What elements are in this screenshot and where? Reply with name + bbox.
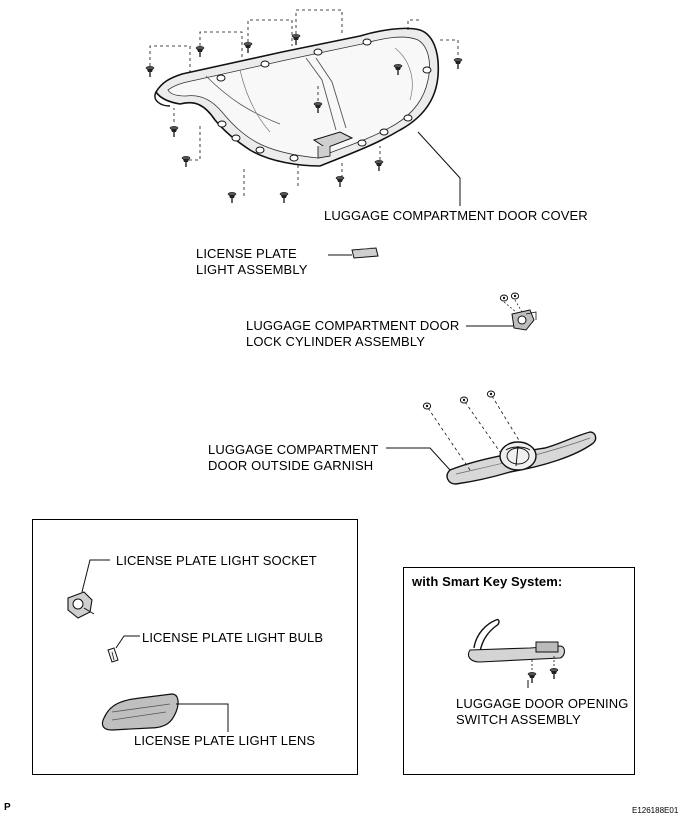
lock-cylinder-assembly-label: LUGGAGE COMPARTMENT DOOR LOCK CYLINDER A… — [246, 318, 459, 350]
opening-switch-assembly-label-line1: LUGGAGE DOOR OPENING — [456, 696, 629, 711]
lock-cylinder-assembly-label-line2: LOCK CYLINDER ASSEMBLY — [246, 334, 425, 349]
smart-key-inset — [403, 567, 635, 775]
door-cover-part — [154, 27, 440, 167]
outside-garnish-part — [386, 390, 597, 485]
license-plate-light-part — [328, 247, 379, 259]
license-plate-light-assembly-label-line1: LICENSE PLATE — [196, 246, 297, 261]
door-cover-label: LUGGAGE COMPARTMENT DOOR COVER — [324, 208, 588, 223]
light-lens-label: LICENSE PLATE LIGHT LENS — [134, 733, 316, 748]
license-plate-light-inset — [32, 519, 358, 775]
lock-cylinder-part — [466, 292, 537, 331]
cover-clip-leaders — [149, 9, 459, 196]
license-plate-light-assembly-label: LICENSE PLATE LIGHT ASSEMBLY — [196, 246, 307, 278]
figure-code: E126188E01 — [632, 806, 679, 815]
light-socket-label: LICENSE PLATE LIGHT SOCKET — [116, 553, 317, 568]
license-plate-light-assembly-label-line2: LIGHT ASSEMBLY — [196, 262, 308, 277]
opening-switch-assembly-label-line2: SWITCH ASSEMBLY — [456, 712, 581, 727]
lock-cylinder-assembly-label-line1: LUGGAGE COMPARTMENT DOOR — [246, 318, 460, 333]
inset-smart-key-parts — [467, 618, 566, 688]
outside-garnish-label-line1: LUGGAGE COMPARTMENT — [208, 442, 379, 457]
inset-license-plate-parts — [67, 559, 229, 732]
opening-switch-assembly-label: LUGGAGE DOOR OPENING SWITCH ASSEMBLY — [456, 696, 628, 728]
door-cover-leader — [417, 131, 461, 206]
outside-garnish-label: LUGGAGE COMPARTMENT DOOR OUTSIDE GARNISH — [208, 442, 378, 474]
smart-key-header: with Smart Key System: — [412, 574, 563, 589]
light-bulb-label: LICENSE PLATE LIGHT BULB — [142, 630, 324, 645]
outside-garnish-label-line2: DOOR OUTSIDE GARNISH — [208, 458, 374, 473]
page-mark: P — [4, 802, 11, 813]
